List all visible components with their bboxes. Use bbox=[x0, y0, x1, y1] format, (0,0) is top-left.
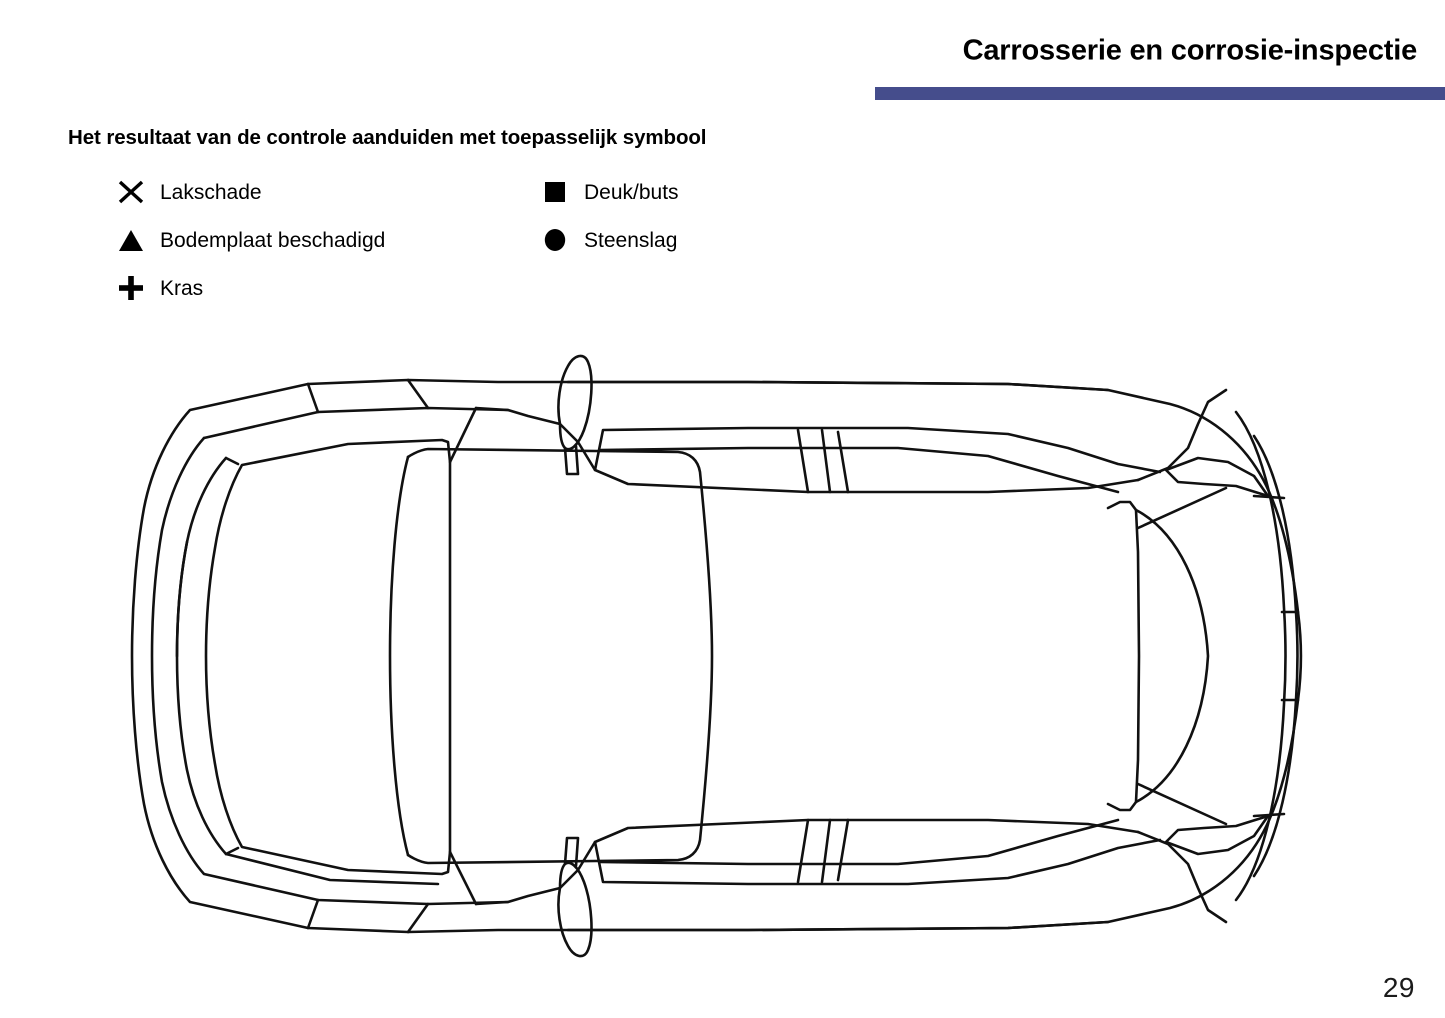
legend-label-bodemplaat: Bodemplaat beschadigd bbox=[160, 228, 386, 252]
legend-columns: Lakschade Bodemplaat beschadigd Kra bbox=[68, 168, 968, 300]
header-accent-rule bbox=[875, 87, 1445, 100]
legend-column-left: Lakschade Bodemplaat beschadigd Kra bbox=[116, 168, 385, 312]
page-title: Carrosserie en corrosie-inspectie bbox=[962, 34, 1418, 67]
circle-icon bbox=[540, 223, 584, 257]
legend-item-kras: Kras bbox=[116, 264, 385, 312]
triangle-icon bbox=[116, 223, 160, 257]
car-top-view-diagram[interactable] bbox=[108, 352, 1348, 960]
legend-label-steenslag: Steenslag bbox=[584, 228, 678, 252]
page-header: Carrosserie en corrosie-inspectie bbox=[0, 0, 1445, 104]
legend-label-lakschade: Lakschade bbox=[160, 180, 262, 204]
legend-heading: Het resultaat van de controle aanduiden … bbox=[68, 126, 707, 149]
legend-item-lakschade: Lakschade bbox=[116, 168, 385, 216]
legend-item-steenslag: Steenslag bbox=[540, 216, 679, 264]
square-icon bbox=[540, 175, 584, 209]
legend-item-bodemplaat: Bodemplaat beschadigd bbox=[116, 216, 385, 264]
legend-column-right: Deuk/buts Steenslag bbox=[540, 168, 679, 264]
page-number: 29 bbox=[1382, 972, 1415, 1003]
legend-label-deuk-buts: Deuk/buts bbox=[584, 180, 679, 204]
plus-icon bbox=[116, 271, 160, 305]
cross-x-icon bbox=[116, 175, 160, 209]
legend-block: Het resultaat van de controle aanduiden … bbox=[68, 126, 968, 300]
legend-label-kras: Kras bbox=[160, 276, 204, 300]
legend-item-deuk-buts: Deuk/buts bbox=[540, 168, 679, 216]
